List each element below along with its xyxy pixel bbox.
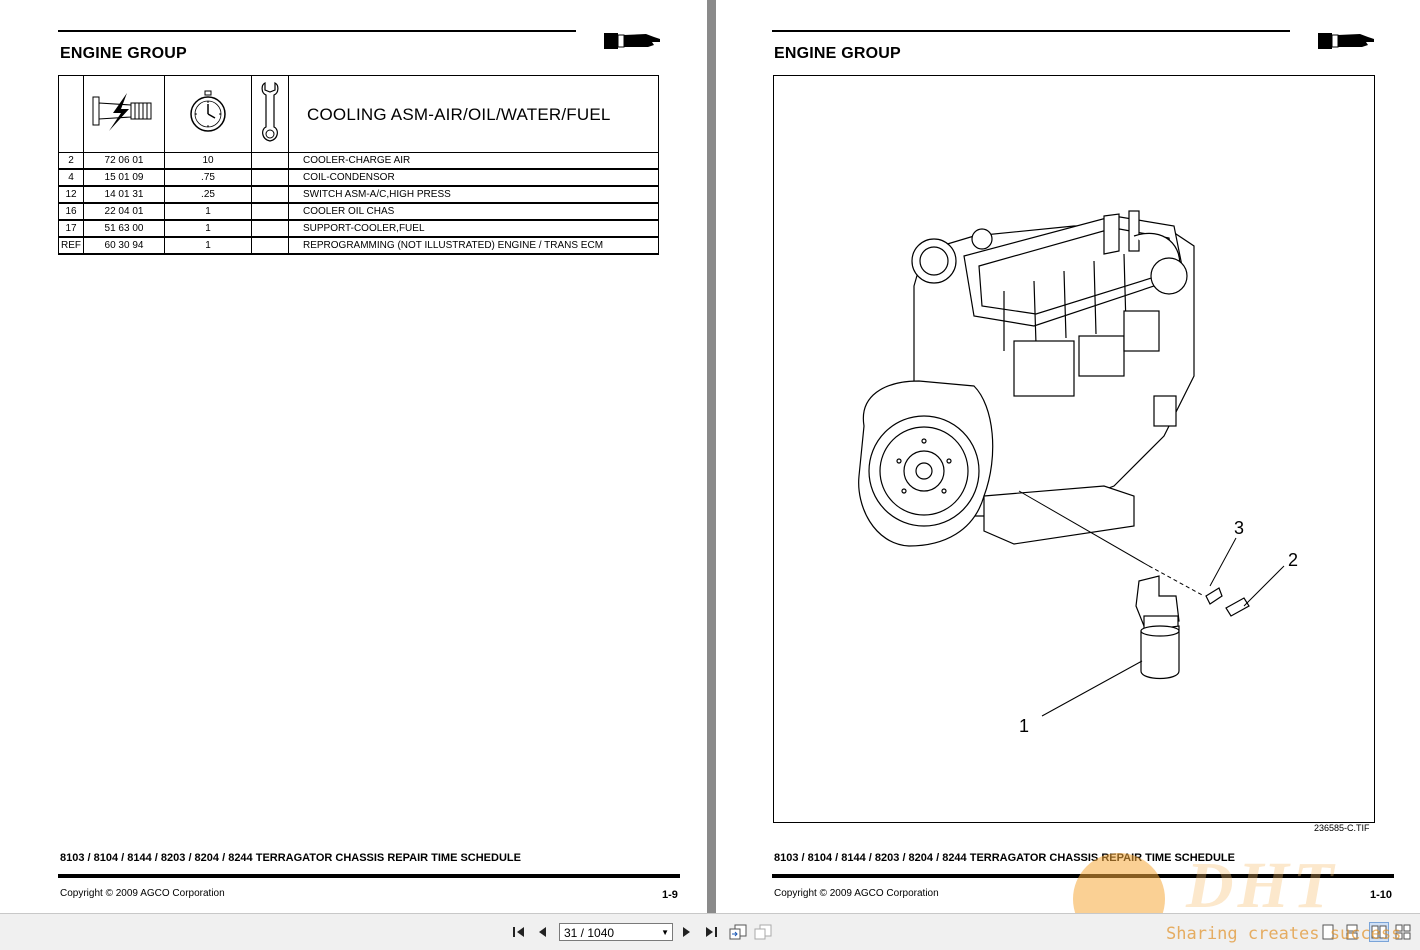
callout-3: 3	[1234, 518, 1244, 538]
part-cell: 51 63 00	[83, 219, 165, 238]
previous-page-button[interactable]	[533, 922, 553, 942]
part-icon	[92, 92, 152, 131]
note-cell	[251, 185, 289, 204]
note-cell	[251, 152, 289, 170]
page-number: 1-9	[662, 889, 678, 901]
time-cell: .25	[164, 185, 252, 204]
back-view-icon	[729, 924, 747, 940]
desc-cell: COOLER-CHARGE AIR	[288, 152, 659, 170]
note-cell	[251, 219, 289, 238]
page-indicator: 31 / 1040	[564, 926, 615, 940]
table-header-row: COOLING ASM-AIR/OIL/WATER/FUEL	[58, 75, 659, 153]
skip-first-icon	[513, 927, 524, 937]
watermark-brand: DHT	[1186, 849, 1338, 922]
dropdown-arrow-icon: ▼	[661, 928, 669, 937]
section-title: ENGINE GROUP	[774, 45, 901, 62]
header-blank-cell	[58, 75, 84, 153]
desc-cell: SUPPORT-COOLER,FUEL	[288, 219, 659, 238]
go-forward-view-button[interactable]	[753, 922, 773, 942]
table-row: REF 60 30 94 1 REPROGRAMMING (NOT ILLUST…	[58, 236, 659, 255]
forward-view-icon	[754, 924, 772, 940]
last-page-button[interactable]	[701, 922, 721, 942]
continuous-view-button[interactable]	[1342, 922, 1362, 942]
table-row: 4 15 01 09 .75 COIL-CONDENSOR	[58, 168, 659, 187]
header-rule	[772, 30, 1290, 32]
facing-pages-icon	[1371, 925, 1387, 939]
note-cell	[251, 236, 289, 255]
single-page-icon	[1322, 924, 1334, 940]
part-cell: 72 06 01	[83, 152, 165, 170]
engine-illustration: 1 2 3	[858, 210, 1298, 736]
item-cell: REF	[58, 236, 84, 255]
copyright: Copyright © 2009 AGCO Corporation	[774, 888, 939, 899]
engine-illustration-frame: 1 2 3	[773, 75, 1375, 823]
repair-time-table: COOLING ASM-AIR/OIL/WATER/FUEL 2 72 06 0…	[58, 75, 659, 255]
section-title: ENGINE GROUP	[60, 45, 187, 62]
callout-2: 2	[1288, 550, 1298, 570]
left-page: ENGINE GROUP	[0, 0, 707, 913]
time-cell: .75	[164, 168, 252, 187]
part-cell: 22 04 01	[83, 202, 165, 221]
chevron-right-icon	[683, 927, 690, 937]
facing-view-button[interactable]	[1369, 922, 1389, 942]
page-number-input[interactable]: 31 / 1040 ▼	[559, 923, 673, 941]
continuous-facing-view-button[interactable]	[1393, 922, 1413, 942]
item-cell: 16	[58, 202, 84, 221]
item-cell: 12	[58, 185, 84, 204]
header-tool-cell	[251, 75, 289, 153]
table-row: 16 22 04 01 1 COOLER OIL CHAS	[58, 202, 659, 221]
footer-rule	[58, 874, 680, 878]
table-row: 12 14 01 31 .25 SWITCH ASM-A/C,HIGH PRES…	[58, 185, 659, 204]
next-page-button[interactable]	[676, 922, 696, 942]
hand-logo-icon	[604, 33, 660, 49]
wrench-icon	[261, 81, 279, 142]
header-part-cell	[83, 75, 165, 153]
footer-title: 8103 / 8104 / 8144 / 8203 / 8204 / 8244 …	[60, 852, 521, 864]
item-cell: 17	[58, 219, 84, 238]
first-page-button[interactable]	[509, 922, 529, 942]
time-cell: 10	[164, 152, 252, 170]
item-cell: 2	[58, 152, 84, 170]
continuous-page-icon	[1346, 924, 1358, 940]
continuous-facing-icon	[1395, 924, 1411, 940]
desc-cell: REPROGRAMMING (NOT ILLUSTRATED) ENGINE /…	[288, 236, 659, 255]
time-cell: 1	[164, 202, 252, 221]
page-number: 1-10	[1370, 889, 1393, 901]
figure-reference: 236585-C.TIF	[1314, 823, 1370, 833]
part-cell: 60 30 94	[83, 236, 165, 255]
right-page: ENGINE GROUP	[716, 0, 1420, 913]
footer-title: 8103 / 8104 / 8144 / 8203 / 8204 / 8244 …	[774, 852, 1235, 864]
single-page-view-button[interactable]	[1318, 922, 1338, 942]
table-row: 17 51 63 00 1 SUPPORT-COOLER,FUEL	[58, 219, 659, 238]
time-cell: 1	[164, 219, 252, 238]
table-row: 2 72 06 01 10 COOLER-CHARGE AIR	[58, 152, 659, 170]
desc-cell: COIL-CONDENSOR	[288, 168, 659, 187]
hand-logo-icon	[1318, 33, 1374, 49]
header-time-cell	[164, 75, 252, 153]
time-cell: 1	[164, 236, 252, 255]
watermark-slogan: Sharing creates success	[1166, 924, 1402, 944]
desc-cell: COOLER OIL CHAS	[288, 202, 659, 221]
part-cell: 14 01 31	[83, 185, 165, 204]
desc-cell: SWITCH ASM-A/C,HIGH PRESS	[288, 185, 659, 204]
note-cell	[251, 202, 289, 221]
header-rule	[58, 30, 576, 32]
go-back-view-button[interactable]	[728, 922, 748, 942]
note-cell	[251, 168, 289, 187]
table-title: COOLING ASM-AIR/OIL/WATER/FUEL	[288, 75, 659, 153]
chevron-left-icon	[539, 927, 546, 937]
copyright: Copyright © 2009 AGCO Corporation	[60, 888, 225, 899]
item-cell: 4	[58, 168, 84, 187]
clock-icon	[190, 90, 226, 132]
part-cell: 15 01 09	[83, 168, 165, 187]
callout-1: 1	[1019, 716, 1029, 736]
skip-last-icon	[706, 927, 717, 937]
viewer-toolbar: 31 / 1040 ▼	[0, 913, 1420, 950]
